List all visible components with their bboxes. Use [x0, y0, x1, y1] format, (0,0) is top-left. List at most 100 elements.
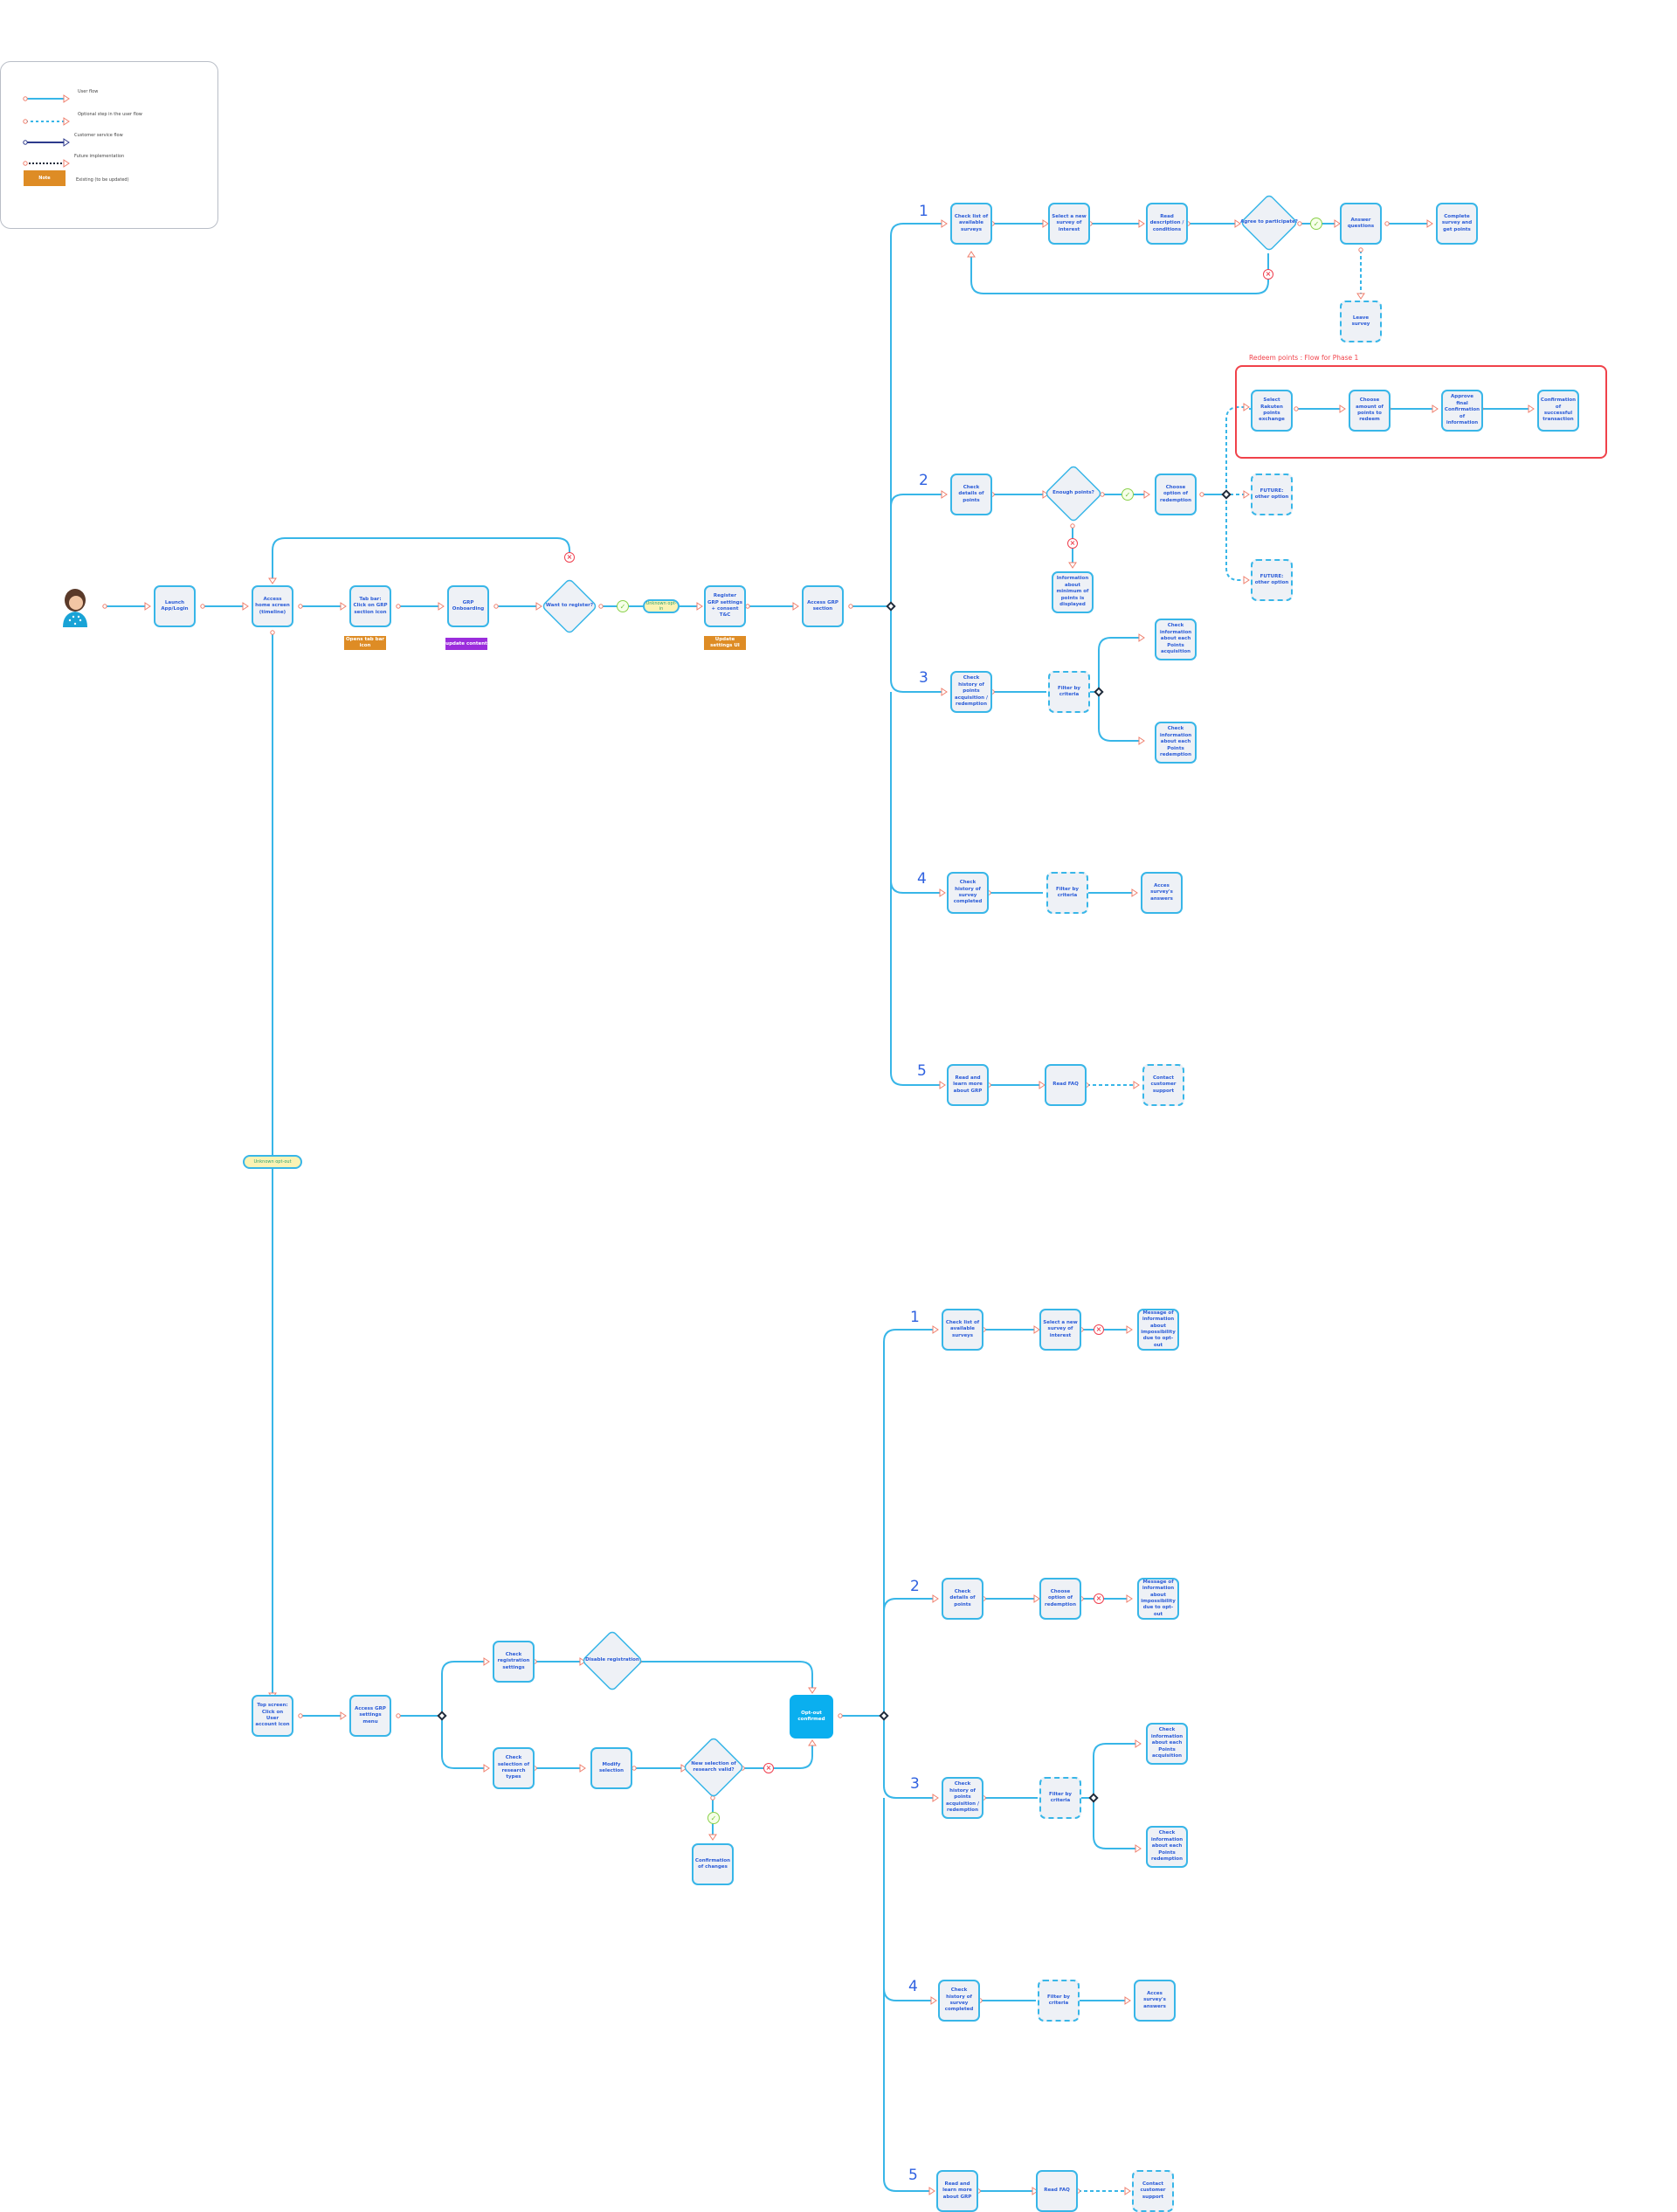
node-select-rakuten[interactable]: Select Rakuten points exchange	[1251, 390, 1293, 432]
node-check-registration[interactable]: Check registration settings	[493, 1641, 535, 1683]
node-choose-redemption[interactable]: Choose option of redemption	[1039, 1578, 1081, 1620]
node-tab-bar[interactable]: Tab bar: Click on GRP section icon	[349, 585, 391, 627]
edge-trunk-top	[890, 223, 943, 606]
redeem-phase-box	[1235, 365, 1607, 459]
legend-label: User flow	[78, 89, 99, 94]
node-future-option[interactable]: FUTURE: other option	[1251, 474, 1293, 515]
no-icon: ×	[1263, 269, 1273, 280]
legend-panel: User flow Optional step in the user flow…	[0, 61, 218, 229]
branch-number: 4	[908, 1978, 918, 1995]
node-choose-amount[interactable]: Choose amount of points to redeem	[1349, 390, 1391, 432]
node-grp-settings-menu[interactable]: Access GRP settings menu	[349, 1695, 391, 1737]
node-survey-history[interactable]: Check history of survey completed	[947, 872, 989, 914]
node-onboarding[interactable]: GRP Onboarding	[447, 585, 489, 627]
node-filter-criteria[interactable]: Filter by criteria	[1039, 1777, 1081, 1819]
node-points-redemption-info[interactable]: Check information about each Points rede…	[1146, 1826, 1188, 1868]
node-check-surveys[interactable]: Check list of available surveys	[942, 1309, 983, 1351]
node-access-grp[interactable]: Access GRP section	[802, 585, 844, 627]
pill-unknown-opt-out: Unknown opt-out	[243, 1155, 302, 1169]
note-register: Update settings UI	[704, 636, 746, 650]
node-survey-history[interactable]: Check history of survey completed	[938, 1980, 980, 2022]
decision-disable-registration[interactable]: Disable registration	[581, 1629, 644, 1692]
legend-future-flow: Future implementation	[22, 154, 197, 168]
node-opt-out-message[interactable]: Message of information about impossibili…	[1137, 1578, 1179, 1620]
node-modify-selection[interactable]: Modify selection	[590, 1747, 632, 1789]
decision-enough-points[interactable]: Enough points?	[1044, 464, 1103, 523]
node-confirmation-transaction[interactable]: Confirmation of successful transaction	[1537, 390, 1579, 432]
legend-label: Existing (to be updated)	[76, 177, 129, 183]
node-min-points-info[interactable]: Information about minimum of points is d…	[1052, 571, 1094, 613]
yes-icon: ✓	[617, 600, 629, 612]
node-points-redemption-info[interactable]: Check information about each Points rede…	[1155, 722, 1197, 764]
node-check-surveys[interactable]: Check list of available surveys	[950, 203, 992, 245]
node-read-description[interactable]: Read description / conditions	[1146, 203, 1188, 245]
node-survey-answers[interactable]: Acces survey's answers	[1141, 872, 1183, 914]
node-answer-questions[interactable]: Answer questions	[1340, 203, 1382, 245]
node-learn-grp[interactable]: Read and learn more about GRP	[936, 2170, 978, 2212]
edge-want-no-loop	[272, 537, 570, 580]
edge-trunk-4	[890, 692, 942, 894]
node-check-points[interactable]: Check details of points	[950, 474, 992, 515]
no-icon: ×	[763, 1763, 774, 1773]
branch-number: 2	[919, 472, 928, 489]
no-icon: ×	[564, 552, 575, 563]
no-icon: ×	[1094, 1324, 1104, 1335]
node-launch[interactable]: Launch App/Login	[154, 585, 196, 627]
node-read-faq[interactable]: Read FAQ	[1045, 1064, 1087, 1106]
node-leave-survey[interactable]: Leave survey	[1340, 301, 1382, 342]
pill-unknown-opt-in: Unknown opt-in	[643, 599, 680, 613]
node-select-survey[interactable]: Select a new survey of interest	[1048, 203, 1090, 245]
node-filter-criteria[interactable]: Filter by criteria	[1038, 1980, 1080, 2022]
edge-trunk-2	[890, 494, 943, 508]
branch-number: 1	[910, 1309, 920, 1326]
branch-number: 5	[917, 1062, 927, 1080]
user-avatar-icon	[63, 589, 87, 627]
decision-label: Want to register?	[545, 603, 594, 609]
legend-customer-service-flow: Customer service flow	[22, 133, 197, 147]
node-register[interactable]: Register GRP settings + consent T&C	[704, 585, 746, 627]
decision-label: Disable registration	[585, 1657, 639, 1663]
node-survey-answers[interactable]: Acces survey's answers	[1134, 1980, 1176, 2022]
edge-agree-no-loop	[970, 253, 1269, 294]
node-select-survey[interactable]: Select a new survey of interest	[1039, 1309, 1081, 1351]
decision-agree[interactable]: Agree to participate?	[1239, 193, 1299, 252]
node-approve-final[interactable]: Approve final Confirmation of informatio…	[1441, 390, 1483, 432]
node-points-acquisition-info[interactable]: Check information about each Points acqu…	[1155, 619, 1197, 660]
legend-label: Customer service flow	[74, 133, 123, 138]
note-onboarding: update content	[445, 638, 487, 650]
node-learn-grp[interactable]: Read and learn more about GRP	[947, 1064, 989, 1106]
node-contact-support[interactable]: Contact customer support	[1142, 1064, 1184, 1106]
decision-want-register[interactable]: Want to register?	[541, 577, 598, 635]
node-choose-redemption[interactable]: Choose option of redemption	[1155, 474, 1197, 515]
node-future-option[interactable]: FUTURE: other option	[1251, 559, 1293, 601]
note-tab-bar: Opens tab bar icon	[344, 636, 386, 650]
node-points-history[interactable]: Check history of points acquisition / re…	[950, 671, 992, 713]
branch-number: 3	[910, 1775, 920, 1793]
decision-label: Agree to participate?	[1240, 219, 1298, 225]
redeem-phase-title: Redeem points : Flow for Phase 1	[1249, 354, 1359, 362]
node-points-acquisition-info[interactable]: Check information about each Points acqu…	[1146, 1723, 1188, 1765]
node-opt-out-message[interactable]: Message of information about impossibili…	[1137, 1309, 1179, 1351]
node-user-account-icon[interactable]: Top screen: Click on User account icon	[252, 1695, 293, 1737]
node-read-faq[interactable]: Read FAQ	[1036, 2170, 1078, 2212]
decision-label: New selection of research valid?	[691, 1760, 736, 1773]
legend-label: Future implementation	[74, 154, 125, 159]
node-confirm-changes[interactable]: Confirmation of changes	[692, 1843, 734, 1885]
node-complete-survey[interactable]: Complete survey and get points	[1436, 203, 1478, 245]
legend-note-swatch: Note	[24, 170, 66, 186]
node-contact-support[interactable]: Contact customer support	[1132, 2170, 1174, 2212]
node-check-research-types[interactable]: Check selection of research types	[493, 1747, 535, 1789]
node-check-points[interactable]: Check details of points	[942, 1578, 983, 1620]
legend-label: Optional step in the user flow	[78, 112, 142, 117]
decision-research-valid[interactable]: New selection of research valid?	[682, 1736, 745, 1799]
node-filter-criteria[interactable]: Filter by criteria	[1048, 671, 1090, 713]
node-points-history[interactable]: Check history of points acquisition / re…	[942, 1777, 983, 1819]
yes-icon: ✓	[707, 1812, 720, 1824]
node-opt-out-confirmed[interactable]: Opt-out confirmed	[790, 1695, 833, 1738]
decision-label: Enough points?	[1052, 490, 1094, 496]
node-home-screen[interactable]: Access home screen (timeline)	[252, 585, 293, 627]
node-filter-criteria[interactable]: Filter by criteria	[1046, 872, 1088, 914]
branch-number: 3	[919, 669, 928, 687]
